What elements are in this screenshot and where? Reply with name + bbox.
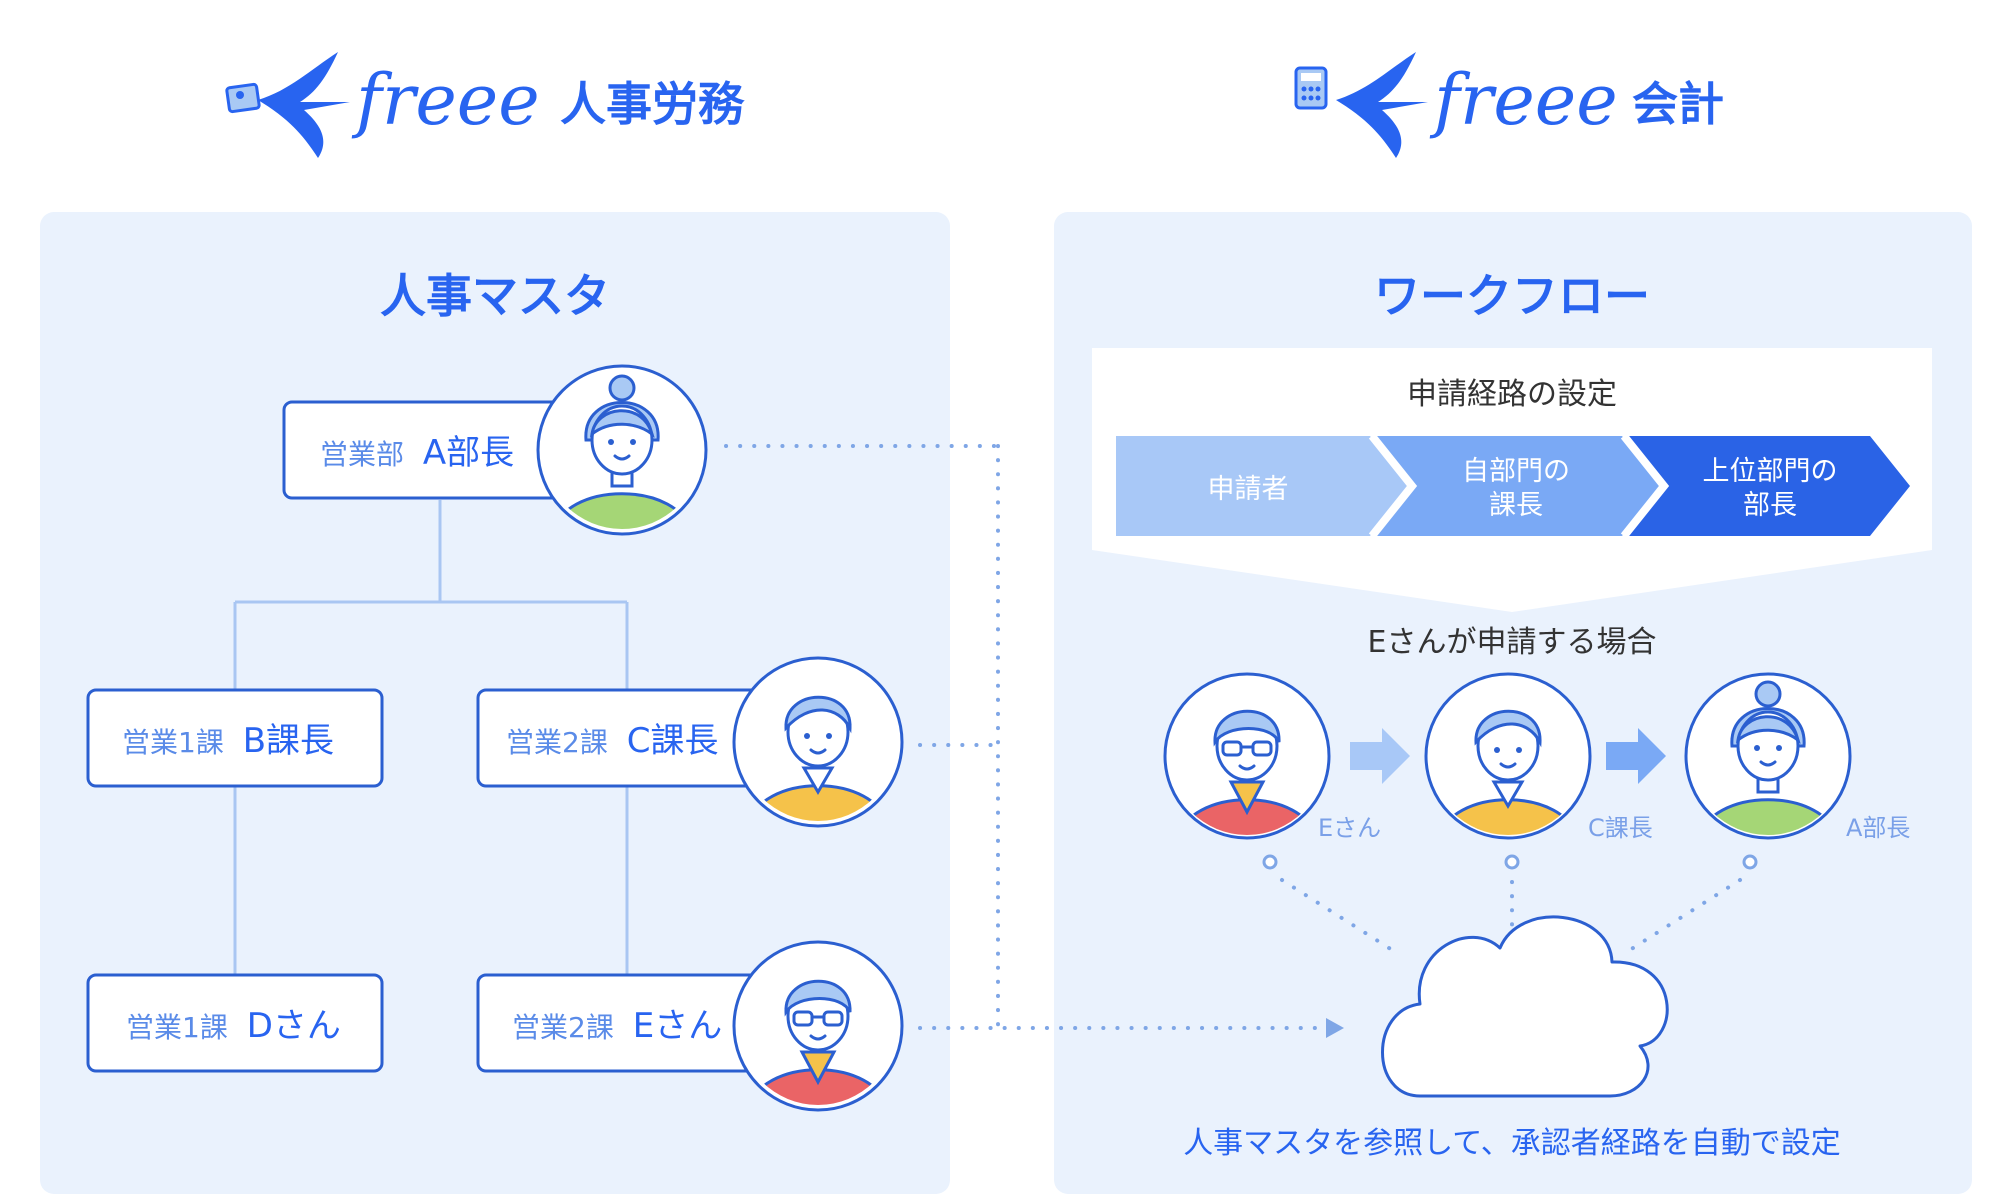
arrow-right-icon: [1606, 728, 1666, 784]
node-name: Eさん: [633, 1006, 722, 1046]
step-section-manager: [1372, 436, 1662, 536]
person-section-manager: C課長: [1424, 672, 1653, 842]
org-node-b: 営業1課 B課長: [86, 688, 384, 788]
node-name: A部長: [423, 433, 514, 473]
cloud-links: [1262, 854, 1758, 957]
node-dept: 営業2課: [512, 1011, 614, 1044]
node-name: Dさん: [247, 1006, 341, 1046]
person-applicant: Eさん: [1163, 672, 1381, 842]
left-panel-title: 人事マスタ: [380, 269, 610, 323]
logo-product: 人事労務: [560, 77, 745, 131]
swallow-bird-icon: [258, 52, 350, 158]
logo-wordmark: freee: [1429, 59, 1618, 141]
step-department-manager: [1624, 436, 1910, 536]
org-node-c: 営業2課 C課長: [476, 656, 904, 828]
svg-text:営業1課 B課長: 営業1課 B課長: [122, 721, 334, 761]
org-node-e: 営業2課 Eさん: [476, 940, 904, 1112]
org-node-d: 営業1課 Dさん: [86, 973, 384, 1073]
route-settings-title: 申請経路の設定: [1407, 377, 1617, 412]
node-dept: 営業1課: [122, 726, 224, 759]
person-department-manager: A部長: [1684, 672, 1910, 842]
node-dept: 営業部: [320, 438, 404, 471]
swallow-bird-icon: [1336, 52, 1428, 158]
reference-dotted-lines: [724, 444, 1322, 1030]
person-label: C課長: [1588, 814, 1653, 842]
svg-text:営業2課 C課長: 営業2課 C課長: [506, 721, 718, 761]
org-node-a: 営業部 A部長: [282, 364, 708, 536]
node-name: B課長: [243, 721, 334, 761]
caption: 人事マスタを参照して、承認者経路を自動で設定: [1183, 1126, 1841, 1161]
node-dept: 営業1課: [126, 1011, 228, 1044]
logo-accounting: freee 会計: [1294, 52, 1724, 158]
calculator-icon: [1294, 66, 1328, 110]
logo-product: 会計: [1632, 77, 1724, 131]
logo-hr: freee 人事労務: [225, 52, 745, 158]
step-label: 自部門の: [1462, 456, 1570, 487]
case-title: Eさんが申請する場合: [1368, 625, 1657, 660]
cloud-icon: [1381, 915, 1669, 1098]
arrow-right-icon: [1350, 728, 1410, 784]
logo-wordmark: freee: [351, 59, 540, 141]
node-dept: 営業2課: [506, 726, 608, 759]
step-label: 部長: [1743, 490, 1797, 521]
route-steps: 申請者 自部門の 課長 上位部門の 部長: [1116, 433, 1910, 539]
svg-text:営業部 A部長: 営業部 A部長: [320, 433, 514, 473]
step-label: 申請者: [1208, 474, 1289, 505]
person-card-icon: [225, 82, 261, 114]
right-panel-title: ワークフロー: [1374, 269, 1650, 323]
svg-text:営業2課 Eさん: 営業2課 Eさん: [512, 1006, 722, 1046]
person-label: A部長: [1846, 814, 1910, 842]
svg-text:営業1課 Dさん: 営業1課 Dさん: [126, 1006, 341, 1046]
org-connectors: [233, 500, 629, 975]
node-name: C課長: [627, 721, 719, 761]
arrow-right-icon: [1326, 1018, 1344, 1038]
person-label: Eさん: [1318, 814, 1381, 842]
step-applicant: [1116, 436, 1410, 536]
step-label: 課長: [1489, 490, 1543, 521]
step-label: 上位部門の: [1703, 456, 1838, 487]
